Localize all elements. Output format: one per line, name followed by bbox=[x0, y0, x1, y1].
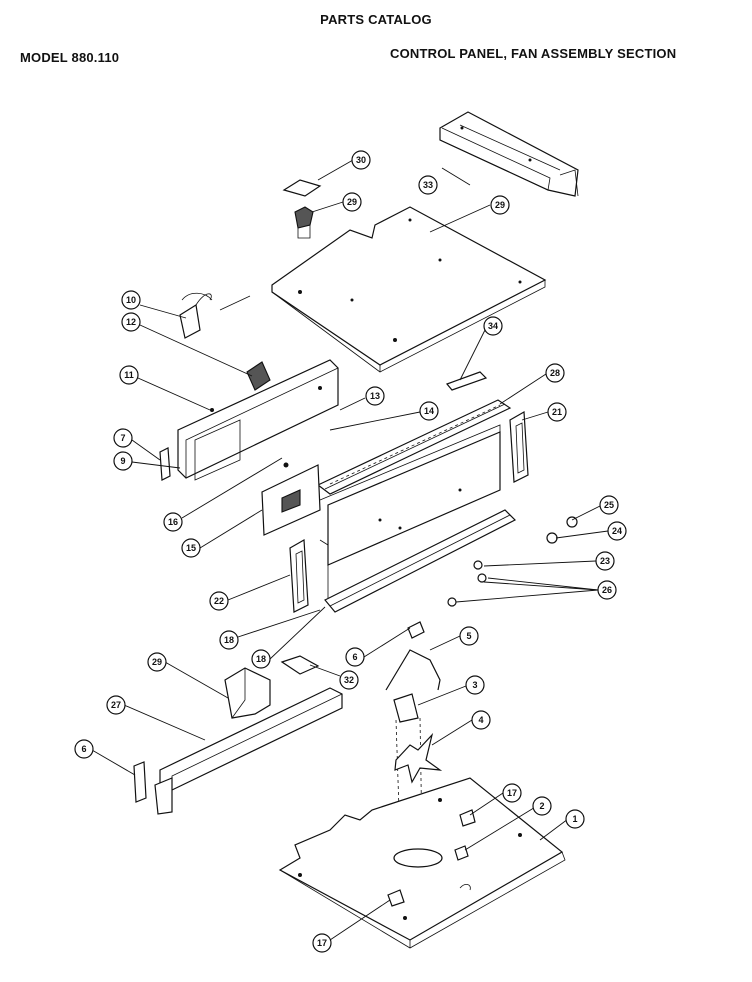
svg-text:13: 13 bbox=[370, 391, 380, 401]
callout-10: 10 bbox=[121, 290, 141, 310]
svg-text:15: 15 bbox=[186, 543, 196, 553]
svg-text:29: 29 bbox=[152, 657, 162, 667]
svg-text:21: 21 bbox=[552, 407, 562, 417]
rail-part-28 bbox=[316, 399, 512, 495]
svg-text:16: 16 bbox=[168, 517, 178, 527]
svg-text:18: 18 bbox=[224, 635, 234, 645]
svg-text:30: 30 bbox=[356, 155, 366, 165]
svg-text:12: 12 bbox=[126, 317, 136, 327]
callout-3: 3 bbox=[465, 675, 485, 695]
callout-7: 7 bbox=[113, 428, 133, 448]
callout-1: 1 bbox=[565, 809, 585, 829]
svg-text:2: 2 bbox=[539, 801, 544, 811]
callout-29-top: 29 bbox=[490, 195, 510, 215]
svg-text:1: 1 bbox=[572, 814, 577, 824]
model-number: MODEL 880.110 bbox=[20, 50, 120, 65]
callout-15: 15 bbox=[181, 538, 201, 558]
section-title: CONTROL PANEL, FAN ASSEMBLY SECTION bbox=[390, 46, 677, 61]
svg-text:14: 14 bbox=[424, 406, 434, 416]
svg-text:6: 6 bbox=[352, 652, 357, 662]
callout-27: 27 bbox=[106, 695, 126, 715]
callout-9: 9 bbox=[113, 451, 133, 471]
svg-text:34: 34 bbox=[488, 321, 498, 331]
callout-22: 22 bbox=[209, 591, 229, 611]
callout-29-shroud: 29 bbox=[147, 652, 167, 672]
svg-text:3: 3 bbox=[472, 680, 477, 690]
callout-12: 12 bbox=[121, 312, 141, 332]
svg-text:4: 4 bbox=[478, 715, 483, 725]
callout-33: 33 bbox=[418, 175, 438, 195]
callout-13: 13 bbox=[365, 386, 385, 406]
svg-text:26: 26 bbox=[602, 585, 612, 595]
side-bracket-part-22 bbox=[289, 539, 309, 613]
control-bracket-part-9 bbox=[159, 359, 339, 481]
leader-lines bbox=[91, 159, 609, 941]
bracket-part-32 bbox=[280, 655, 320, 675]
svg-text:23: 23 bbox=[600, 556, 610, 566]
small-bracket-part-6 bbox=[133, 761, 147, 803]
callout-18-upper: 18 bbox=[219, 630, 239, 650]
strip-part-34 bbox=[445, 371, 488, 391]
svg-text:17: 17 bbox=[317, 938, 327, 948]
top-cover-part-33 bbox=[439, 111, 579, 197]
svg-text:29: 29 bbox=[495, 200, 505, 210]
svg-text:24: 24 bbox=[612, 526, 622, 536]
shroud-part-26 bbox=[224, 667, 271, 719]
callout-24: 24 bbox=[607, 521, 627, 541]
callout-30: 29 bbox=[342, 192, 362, 212]
svg-text:25: 25 bbox=[604, 500, 614, 510]
svg-text:32: 32 bbox=[344, 675, 354, 685]
callout-5: 5 bbox=[459, 626, 479, 646]
callout-28: 28 bbox=[545, 363, 565, 383]
callout-32: 32 bbox=[339, 670, 359, 690]
callout-4: 4 bbox=[471, 710, 491, 730]
knob-assembly-part-30-31 bbox=[282, 179, 322, 239]
front-panel-part-18 bbox=[324, 431, 517, 613]
switch-part-10-12 bbox=[179, 292, 271, 391]
callout-25: 25 bbox=[599, 495, 619, 515]
svg-text:27: 27 bbox=[111, 700, 121, 710]
callout-34: 34 bbox=[483, 316, 503, 336]
callout-16: 16 bbox=[163, 512, 183, 532]
callout-17-lower: 17 bbox=[312, 933, 332, 953]
channel-part-27 bbox=[154, 687, 343, 815]
svg-text:5: 5 bbox=[466, 631, 471, 641]
callout-6: 6 bbox=[74, 739, 94, 759]
svg-text:6: 6 bbox=[81, 744, 86, 754]
svg-text:7: 7 bbox=[120, 433, 125, 443]
svg-text:33: 33 bbox=[423, 180, 433, 190]
svg-text:11: 11 bbox=[124, 370, 134, 380]
svg-text:18: 18 bbox=[256, 654, 266, 664]
fan-motor-part-3-4-5 bbox=[385, 621, 443, 841]
svg-text:9: 9 bbox=[120, 456, 125, 466]
callout-31: 30 bbox=[351, 150, 371, 170]
callout-23: 23 bbox=[595, 551, 615, 571]
callout-26: 26 bbox=[597, 580, 617, 600]
callout-21: 21 bbox=[547, 402, 567, 422]
callout-11: 11 bbox=[119, 365, 139, 385]
svg-text:29: 29 bbox=[347, 197, 357, 207]
top-plate-part-29 bbox=[271, 206, 547, 373]
side-bracket-part-21 bbox=[509, 411, 529, 483]
callout-2: 2 bbox=[532, 796, 552, 816]
callout-18-lower: 18 bbox=[251, 649, 271, 669]
svg-text:10: 10 bbox=[126, 295, 136, 305]
callout-17-upper: 17 bbox=[502, 783, 522, 803]
svg-text:17: 17 bbox=[507, 788, 517, 798]
svg-text:22: 22 bbox=[214, 596, 224, 606]
callout-8: 6 bbox=[345, 647, 365, 667]
catalog-title: PARTS CATALOG bbox=[320, 12, 432, 27]
base-pan-part-1 bbox=[278, 777, 566, 949]
callout-14: 14 bbox=[419, 401, 439, 421]
svg-text:28: 28 bbox=[550, 368, 560, 378]
